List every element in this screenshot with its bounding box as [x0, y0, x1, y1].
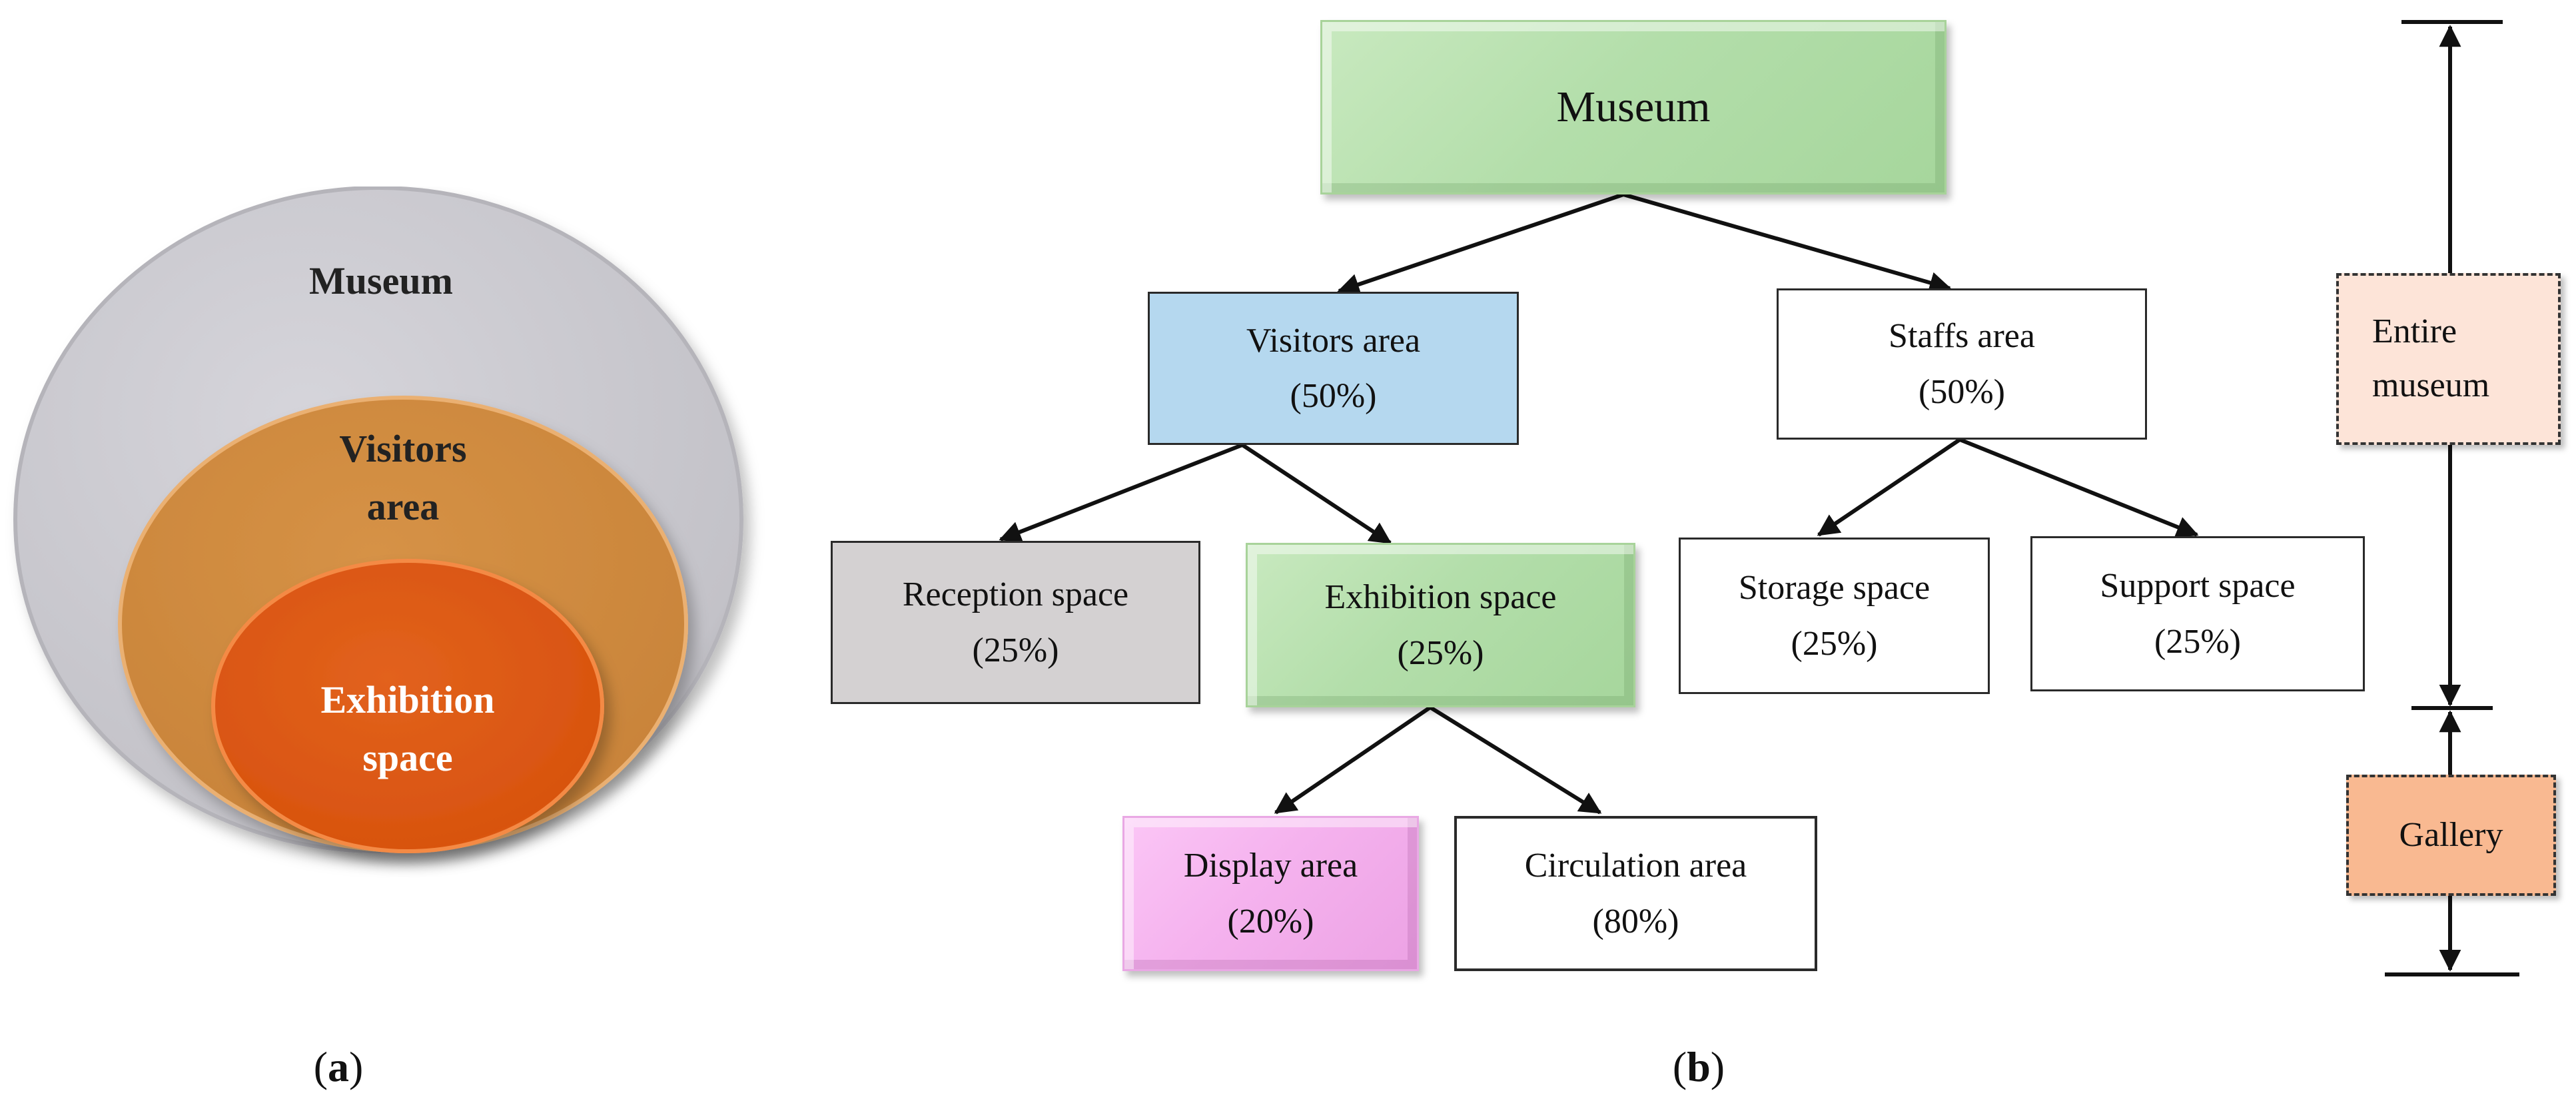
caption-a: (a) — [314, 1042, 364, 1092]
venn-inner-line-1: Exhibition — [320, 678, 495, 721]
node-visitors-area: Visitors area (50%) — [1148, 292, 1519, 445]
node-exhibition-space: Exhibition space (25%) — [1246, 543, 1635, 707]
node-staffs-area: Staffs area (50%) — [1777, 288, 2147, 440]
caption-a-close: ) — [349, 1043, 364, 1090]
node-exhibition-space-percent: (25%) — [1397, 633, 1484, 672]
node-circulation-area: Circulation area (80%) — [1454, 816, 1817, 971]
node-circulation-area-label: Circulation area — [1524, 847, 1747, 885]
venn-middle-label: Visitors area — [339, 420, 466, 536]
venn-middle-line-2: area — [366, 485, 440, 528]
node-museum-label: Museum — [1556, 83, 1711, 132]
scale-entire-museum: Entire museum — [2336, 273, 2561, 445]
node-circulation-area-percent: (80%) — [1592, 902, 1679, 940]
node-support-space-label: Support space — [2100, 567, 2296, 605]
arrow-visitors-to-reception — [999, 443, 1244, 543]
caption-a-open: ( — [313, 1043, 328, 1090]
node-display-area-label: Display area — [1183, 847, 1358, 885]
arrow-museum-to-staffs — [1623, 192, 1952, 294]
venn-middle-line-1: Visitors — [339, 427, 467, 470]
node-support-space-percent: (25%) — [2154, 622, 2241, 661]
node-staffs-area-percent: (50%) — [1919, 372, 2005, 411]
venn-inner-ellipse — [211, 559, 604, 853]
scale-gallery-label: Gallery — [2399, 816, 2503, 855]
node-reception-space-label: Reception space — [902, 575, 1129, 614]
venn-inner-line-2: space — [362, 736, 453, 779]
caption-b-close: ) — [1710, 1043, 1725, 1090]
arrow-museum-to-visitors — [1337, 192, 1624, 295]
node-museum: Museum — [1320, 20, 1946, 194]
arrow-visitors-to-exhibition — [1241, 443, 1392, 545]
node-staffs-area-label: Staffs area — [1889, 317, 2035, 356]
node-visitors-area-label: Visitors area — [1246, 321, 1421, 360]
node-storage-space-label: Storage space — [1738, 569, 1931, 607]
caption-b: (b) — [1673, 1042, 1725, 1092]
scale-entire-museum-line-2: museum — [2372, 366, 2490, 404]
node-support-space: Support space (25%) — [2030, 536, 2365, 691]
node-display-area: Display area (20%) — [1122, 816, 1419, 971]
venn-outer-label: Museum — [309, 252, 453, 310]
venn-inner-label: Exhibition space — [320, 671, 494, 787]
venn-outer-text: Museum — [309, 259, 453, 302]
caption-b-letter: b — [1687, 1043, 1711, 1090]
caption-a-letter: a — [328, 1043, 349, 1090]
venn-diagram — [13, 186, 743, 853]
arrow-exhibition-to-circulation — [1429, 705, 1602, 815]
scale-entire-museum-line-1: Entire — [2372, 312, 2457, 351]
node-reception-space: Reception space (25%) — [831, 541, 1200, 704]
scale-gallery: Gallery — [2346, 775, 2556, 896]
arrow-staffs-to-support — [1958, 438, 2199, 538]
node-storage-space-percent: (25%) — [1791, 624, 1878, 663]
caption-b-open: ( — [1672, 1043, 1687, 1090]
node-storage-space: Storage space (25%) — [1679, 538, 1990, 694]
node-reception-space-percent: (25%) — [972, 631, 1059, 669]
node-display-area-percent: (20%) — [1227, 902, 1314, 940]
arrow-exhibition-to-display — [1274, 705, 1432, 815]
arrow-staffs-to-storage — [1817, 438, 1961, 537]
node-exhibition-space-label: Exhibition space — [1324, 578, 1557, 617]
node-visitors-area-percent: (50%) — [1290, 377, 1377, 415]
